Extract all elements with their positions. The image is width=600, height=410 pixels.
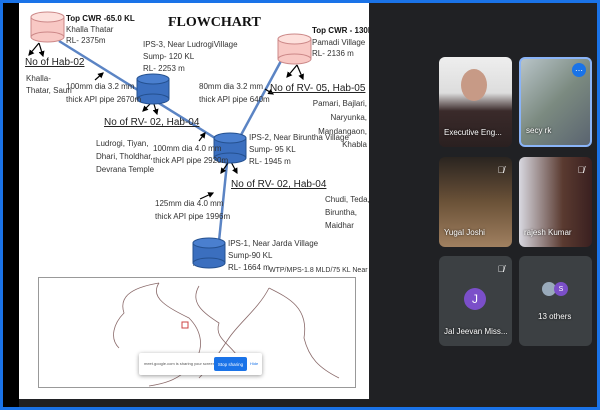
participant-name: secy rk	[526, 126, 552, 135]
label: Sump- 120 KL	[143, 52, 195, 61]
others-tile[interactable]: S 13 others	[519, 256, 592, 346]
hide-button[interactable]: Hide	[250, 361, 259, 366]
label: Devrana Temple	[96, 165, 155, 174]
label: Khalla Thatar	[66, 25, 114, 34]
participant-name: rajesh Kumar	[524, 228, 572, 237]
mic-off-icon: 🎙̸	[577, 165, 585, 175]
label: Maidhar	[325, 221, 354, 230]
label: 100mm dia 4.0 mm	[153, 144, 222, 153]
tank-ips3	[136, 73, 170, 105]
label: No of Hab-02	[25, 57, 85, 68]
participant-tile[interactable]: 🎙̸ rajesh Kumar	[519, 157, 592, 247]
tank-top-right	[277, 33, 312, 65]
label: Naryunka,	[330, 113, 367, 122]
share-message: meet.google.com is sharing your screen.	[144, 361, 217, 366]
letterbox	[3, 3, 19, 407]
label: WTP/MPS-1.8 MLD/75 KL Near	[269, 267, 368, 274]
label: Sump- 95 KL	[249, 145, 296, 154]
pipe-line-3	[217, 162, 229, 242]
label: No of RV- 02, Hab-04	[104, 117, 200, 128]
tank-top-left	[30, 11, 65, 43]
label: IPS-2, Near Biruntha Village	[249, 133, 349, 142]
avatar: S	[554, 282, 568, 296]
label: thick API pipe 1996m	[155, 212, 231, 221]
pipe-diagram	[28, 11, 312, 269]
label: RL- 1664 m	[228, 263, 270, 272]
participant-name: Yugal Joshi	[444, 228, 485, 237]
participant-tile[interactable]: ⋯ secy rk	[519, 57, 592, 147]
meet-window: FLOWCHART Top CWR -65.0 KL Khalla Thatar…	[3, 3, 597, 407]
participant-video	[461, 69, 487, 101]
label: 125mm dia 4.0 mm	[155, 199, 224, 208]
label: RL- 2375m	[66, 36, 106, 45]
label: RL- 2253 m	[143, 64, 185, 73]
participant-tile[interactable]: 🎙̸ Yugal Joshi	[439, 157, 512, 247]
label: thick API pipe 2670m	[66, 95, 142, 104]
label: Chudi, Teda,	[325, 195, 369, 204]
label: RL- 2136 m	[312, 49, 354, 58]
label: No of RV- 05, Hab-05	[270, 83, 366, 94]
pipe-line-2	[239, 60, 283, 136]
participant-tile[interactable]: 🎙̸ J Jal Jeevan Miss...	[439, 256, 512, 346]
label: Top CWR - 130KL	[312, 26, 369, 35]
avatar	[542, 282, 556, 296]
participant-name: Jal Jeevan Miss...	[444, 327, 508, 336]
tank-ips2	[213, 132, 247, 164]
label: thick API pipe 2920m	[153, 156, 229, 165]
mic-off-icon: 🎙̸	[497, 264, 505, 274]
participant-name: Executive Eng...	[444, 128, 502, 137]
more-options-icon[interactable]: ⋯	[572, 63, 586, 77]
screen-share-banner: meet.google.com is sharing your screen. …	[139, 353, 262, 375]
mic-off-icon: 🎙̸	[497, 165, 505, 175]
label: Biruntha,	[325, 208, 358, 217]
stop-sharing-button[interactable]: Stop sharing	[214, 357, 247, 371]
label: IPS-1, Near Jarda Village	[228, 239, 319, 248]
label: Dhari, Tholdhar,	[96, 152, 153, 161]
label: Sump-90 KL	[228, 251, 273, 260]
tank-ips1	[192, 237, 226, 269]
label: Pamadi Village	[312, 38, 366, 47]
participant-tile[interactable]: Executive Eng...	[439, 57, 512, 147]
label: 100mm dia 3.2 mm	[66, 82, 135, 91]
label: No of RV- 02, Hab-04	[231, 179, 327, 190]
slide-title: FLOWCHART	[168, 15, 261, 30]
label: Khalla-	[26, 74, 51, 83]
label: Mandangaon,	[318, 127, 367, 136]
others-count: 13 others	[538, 312, 572, 321]
label: Khabla	[342, 140, 367, 149]
label: Thatar, Sauri	[26, 86, 72, 95]
shared-screen: FLOWCHART Top CWR -65.0 KL Khalla Thatar…	[19, 3, 369, 399]
label: Top CWR -65.0 KL	[66, 14, 135, 23]
avatar: J	[464, 288, 486, 310]
label: thick API pipe 640m	[199, 95, 270, 104]
label: RL- 1945 m	[249, 157, 291, 166]
label: Pamari, Bajlari,	[312, 99, 367, 108]
label: IPS-3, Near LudrogiVillage	[143, 40, 238, 49]
label: Ludrogi, Tiyan,	[96, 139, 149, 148]
label: 80mm dia 3.2 mm	[199, 82, 264, 91]
